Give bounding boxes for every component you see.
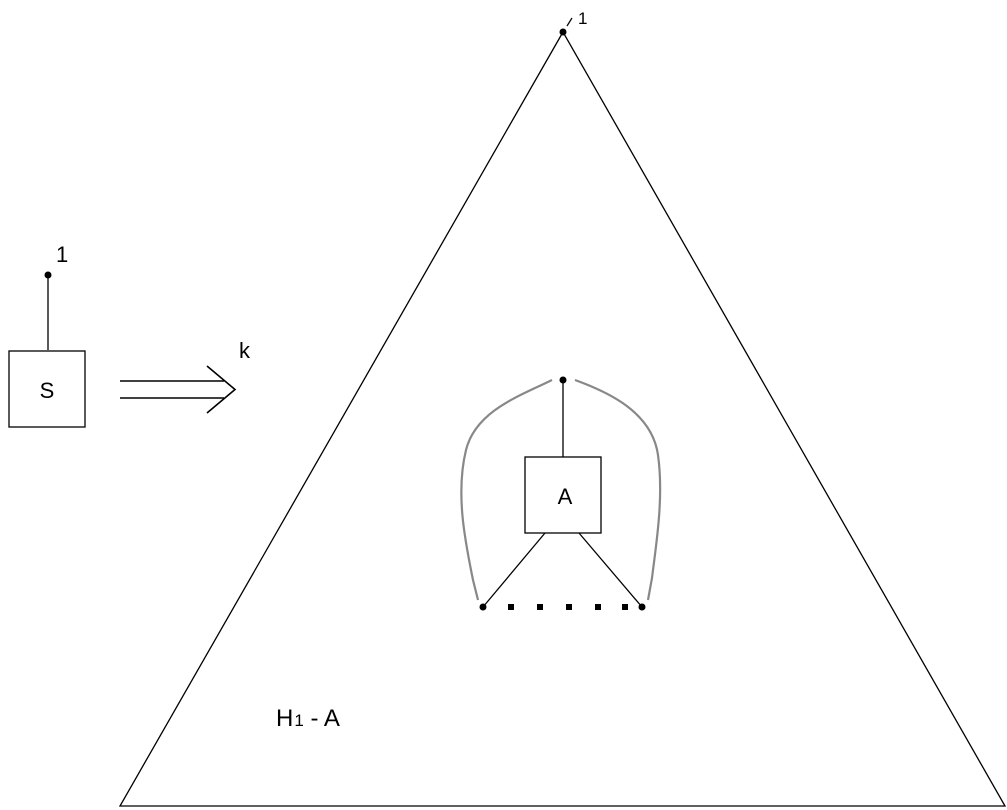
implies-arrow: k [120,338,251,414]
apex-label: 1 [578,9,587,28]
ellipsis-dot [622,604,628,610]
ellipsis-dot [595,604,601,610]
right-enclosing-curve [574,378,662,601]
region-label-main: H [276,705,293,732]
left-figure: 1 S [8,242,86,428]
inner-subtree: A [460,376,662,611]
s-box-label: S [40,378,55,403]
inner-right-branch [578,532,643,608]
region-label: H1 - A [276,705,340,732]
left-top-label: 1 [56,242,68,267]
leaf-ellipsis [508,604,628,610]
ellipsis-dot [508,604,514,610]
ellipsis-dot [566,604,572,610]
inner-left-branch [482,532,546,608]
apex-tick [566,17,573,27]
right-figure: 1 A H1 - A [118,9,1007,807]
inner-left-leaf [479,603,487,611]
inner-right-leaf [638,603,646,611]
s-box [8,350,86,428]
region-label-rest: - A [304,705,340,732]
triangle-apex-node [559,28,567,36]
left-top-node [44,271,52,279]
outer-triangle [118,30,1007,807]
left-enclosing-curve [460,379,553,601]
arrow-label: k [239,338,251,363]
ellipsis-dot [537,604,543,610]
a-box [524,456,602,534]
region-label-subscript: 1 [294,711,303,730]
a-box-label: A [558,484,573,509]
arrow-head [206,365,237,414]
